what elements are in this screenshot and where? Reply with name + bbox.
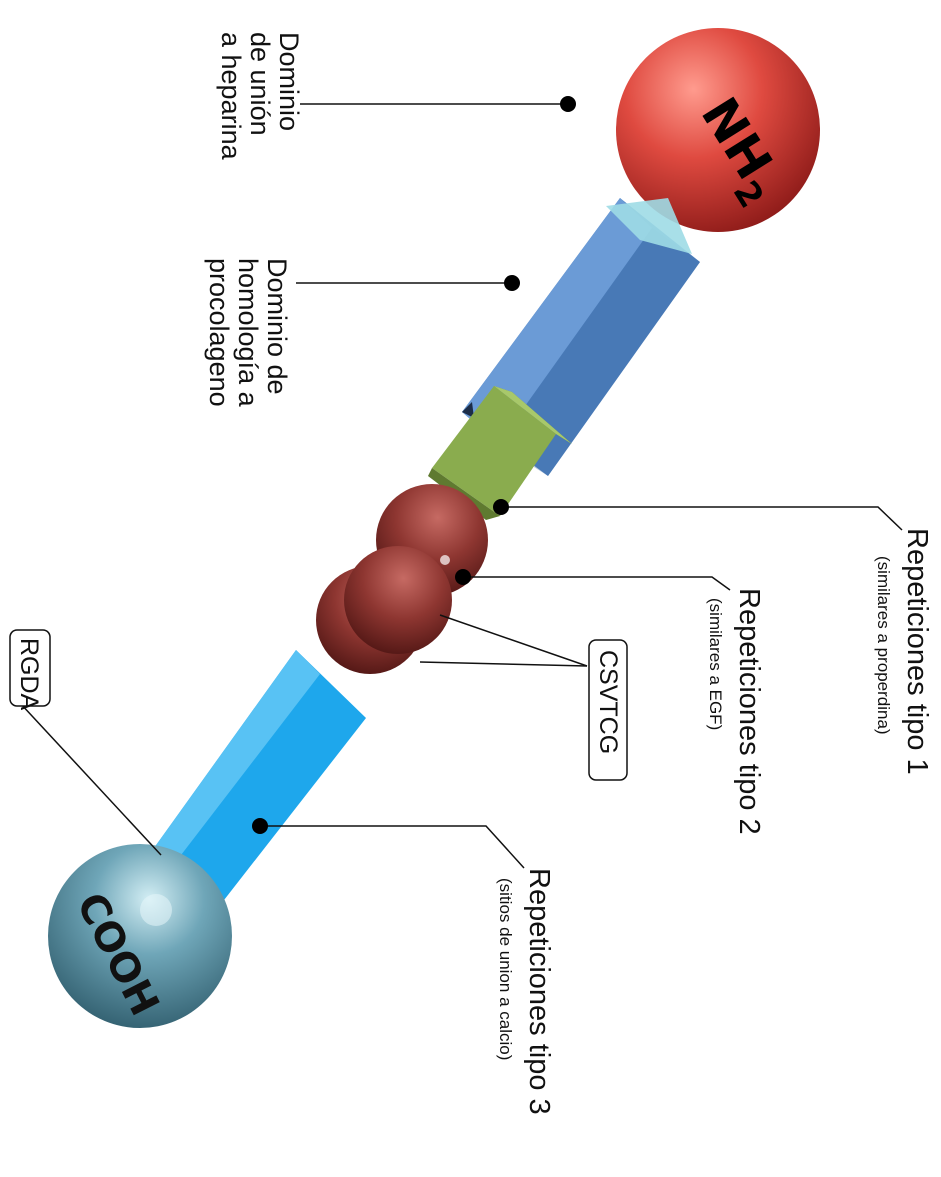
csvtcg-leader-a: [440, 615, 587, 666]
rgda-box: RGDA: [10, 630, 50, 711]
type2-title: Repeticiones tipo 2: [733, 588, 765, 835]
heparin-dot: [560, 96, 576, 112]
type1-title: Repeticiones tipo 1: [901, 528, 933, 775]
type1-leader: [501, 507, 902, 530]
csvtcg-box: CSVTCG: [589, 640, 627, 780]
type2-bead-2: [344, 546, 452, 654]
type3-leader: [260, 826, 524, 868]
type2-dot: [455, 569, 471, 585]
type3-dot: [252, 818, 268, 834]
procollagen-domain-label: Dominio de homología a procolageno: [204, 258, 292, 414]
csvtcg-leader-b: [420, 662, 587, 666]
csvtcg-label: CSVTCG: [594, 650, 622, 754]
type2-leader: [463, 577, 730, 590]
c-terminus-sphere: COOH: [48, 844, 232, 1028]
procollagen-dot: [504, 275, 520, 291]
rgda-leader: [20, 703, 161, 855]
type1-subtitle: (similares a properdina): [874, 556, 893, 735]
type3-title: Repeticiones tipo 3: [523, 868, 555, 1115]
type2-subtitle: (similares a EGF): [706, 598, 725, 730]
type3-subtitle: (sitios de union a calcio): [496, 878, 515, 1060]
type1-dot: [493, 499, 509, 515]
heparin-domain-label: Dominio de unión a heparina: [216, 32, 304, 161]
rgda-label: RGDA: [15, 638, 43, 711]
